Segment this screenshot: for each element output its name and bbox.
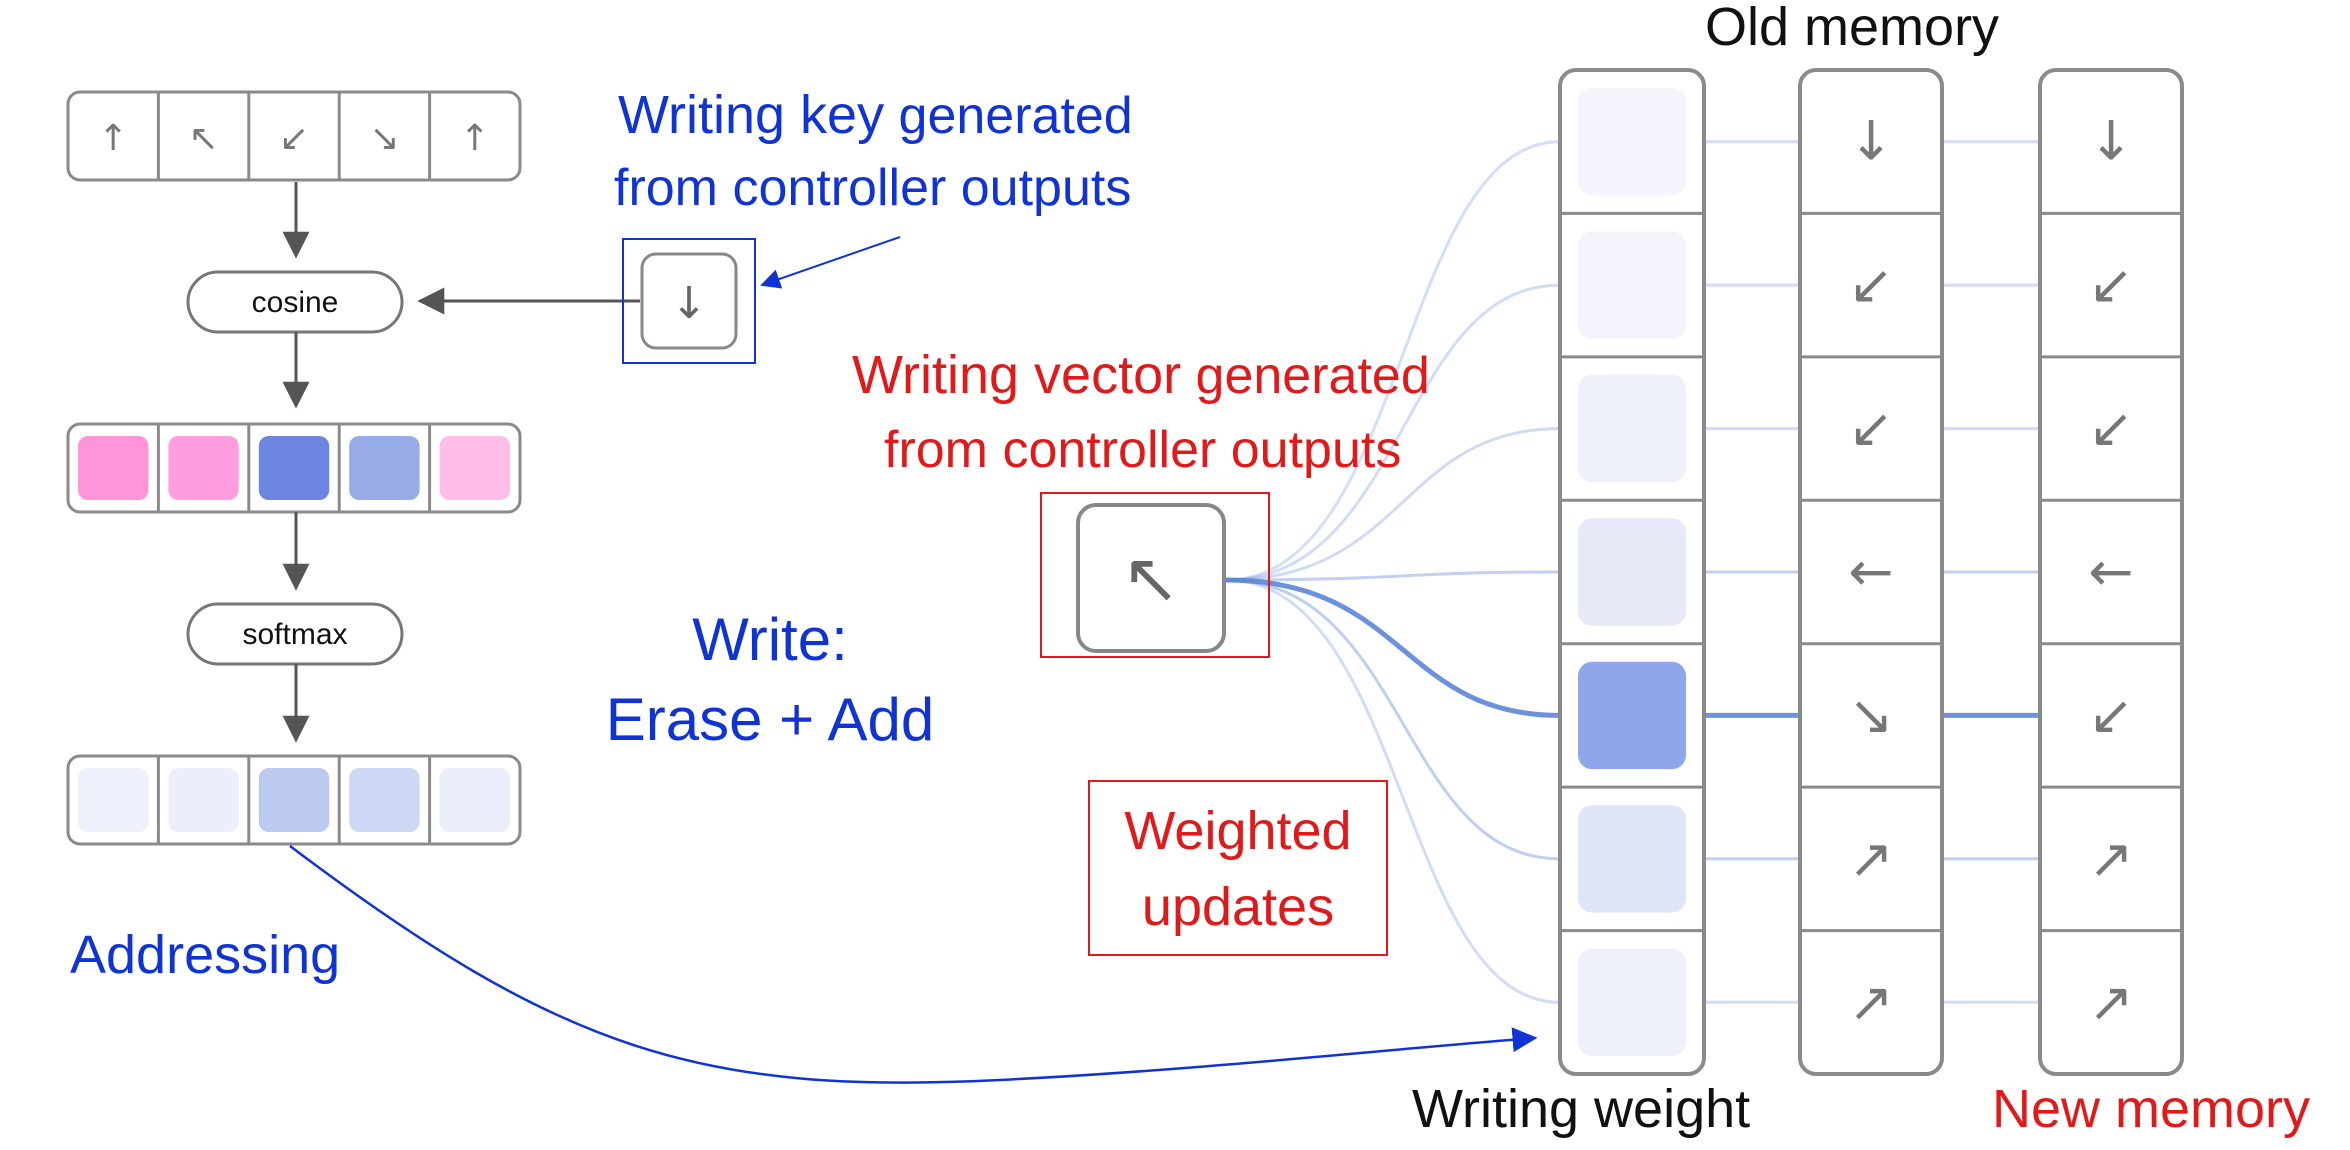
similarity-cell — [78, 436, 149, 500]
softmax-weight-cell — [439, 768, 510, 832]
new-memory-arrow-icon: ← — [2088, 540, 2133, 603]
writing-key-caption-line2: from controller outputs — [614, 159, 1132, 217]
writing-weight-cell — [1578, 661, 1686, 770]
writing-weight-cell — [1578, 518, 1686, 626]
similarity-row — [66, 422, 522, 514]
writing-vector-caption: Writing vector generated — [852, 348, 1430, 402]
old-memory-arrow-icon: ↗ — [1848, 827, 1893, 890]
writing-key-pointer-arrow — [760, 236, 901, 289]
writing-vector-highlight-box — [1040, 492, 1270, 658]
new-memory-arrow-icon: ↗ — [2088, 970, 2133, 1033]
update-connection-line — [1225, 578, 1561, 1004]
old-memory-frame — [1798, 68, 1944, 1076]
new-memory-arrow-icon: ↙ — [2088, 253, 2133, 316]
writing-weight-column — [1558, 68, 1706, 1076]
new-memory-label: New memory — [1992, 1079, 2311, 1139]
connection-lines — [1225, 140, 2040, 1004]
old-memory-column: ↓ ↙ ↙ ← ↘ ↗ ↗ — [1798, 68, 1944, 1076]
update-connection-line — [1225, 140, 1561, 582]
old-memory-arrow-icon: ← — [1848, 540, 1893, 603]
writing-weight-cell — [1578, 948, 1686, 1056]
writing-weight-label: Writing weight — [1412, 1079, 1751, 1139]
write-label-line1: Write: — [692, 606, 848, 673]
writing-key-caption: Writing key generated — [618, 88, 1133, 142]
writing-key-vector: ↓ — [640, 252, 738, 350]
write-label-line2: Erase + Add — [605, 686, 935, 753]
new-memory-arrow-icon: ↙ — [2088, 397, 2133, 460]
softmax-weight-row — [66, 754, 522, 846]
writing-weight-cell — [1578, 805, 1686, 913]
update-connection-line — [1225, 283, 1561, 582]
old-memory-arrow-icon: ↓ — [1848, 110, 1893, 173]
writing-vector-arrow-icon: ↖ — [1122, 537, 1181, 619]
writing-key-arrow-icon: ↓ — [671, 278, 708, 329]
update-connection-line — [1225, 578, 1561, 861]
softmax-weight-cell — [168, 768, 239, 832]
addressing-curve-arrow — [289, 845, 1538, 1084]
softmax-weight-cell — [349, 768, 420, 832]
key-vector-arrow-icon: ↑ — [460, 118, 490, 159]
writing-key-rest: generated — [884, 87, 1133, 145]
key-vector-row: ↑ ↖ ↙ ↘ ↑ — [66, 90, 522, 182]
new-memory-column: ↓ ↙ ↙ ← ↙ ↗ ↗ — [2038, 68, 2184, 1076]
softmax-label: softmax — [242, 618, 347, 651]
softmax-weight-cell — [78, 768, 149, 832]
old-memory-label: Old memory — [1705, 0, 2000, 57]
key-vector-frame — [66, 90, 522, 182]
key-vector-arrow-icon: ↑ — [98, 118, 128, 159]
old-memory-arrow-icon: ↙ — [1848, 253, 1893, 316]
writing-vector-highlight: Writing vector — [852, 345, 1182, 405]
update-connection-line — [1225, 570, 1561, 582]
new-memory-frame — [2038, 68, 2184, 1076]
addressing-label: Addressing — [70, 925, 341, 985]
writing-vector: ↖ — [1076, 503, 1226, 653]
new-memory-arrow-icon: ↙ — [2088, 683, 2133, 746]
similarity-cell — [258, 436, 330, 500]
key-vector-arrow-icon: ↙ — [279, 118, 309, 159]
old-memory-arrow-icon: ↘ — [1848, 683, 1893, 746]
key-vector-arrow-icon: ↖ — [189, 118, 219, 159]
writing-vector-caption-line2: from controller outputs — [884, 421, 1402, 479]
similarity-cell — [439, 436, 510, 500]
similarity-cell — [168, 436, 239, 500]
key-vector-arrow-icon: ↘ — [369, 118, 399, 159]
old-memory-arrow-icon: ↙ — [1848, 397, 1893, 460]
writing-weight-cell — [1578, 88, 1686, 196]
cosine-label: cosine — [252, 286, 339, 319]
writing-weight-cell — [1578, 374, 1686, 483]
weighted-label-line2: updates — [1141, 877, 1335, 937]
new-memory-arrow-icon: ↗ — [2088, 827, 2133, 890]
cosine-node: cosine — [186, 270, 404, 334]
similarity-cell — [349, 436, 420, 500]
softmax-weight-cell — [258, 768, 330, 832]
writing-vector-rest: generated — [1181, 347, 1430, 405]
update-connection-line — [1225, 427, 1561, 582]
writing-weight-cell — [1578, 231, 1686, 339]
new-memory-arrow-icon: ↓ — [2088, 110, 2133, 173]
writing-key-highlight: Writing key — [618, 85, 885, 145]
weighted-label-line1: Weighted — [1124, 801, 1352, 861]
old-memory-arrow-icon: ↗ — [1848, 970, 1893, 1033]
softmax-node: softmax — [186, 602, 404, 666]
update-connection-line — [1225, 577, 1561, 718]
writing-key-highlight-box — [622, 238, 756, 364]
weighted-updates-box — [1088, 780, 1388, 956]
